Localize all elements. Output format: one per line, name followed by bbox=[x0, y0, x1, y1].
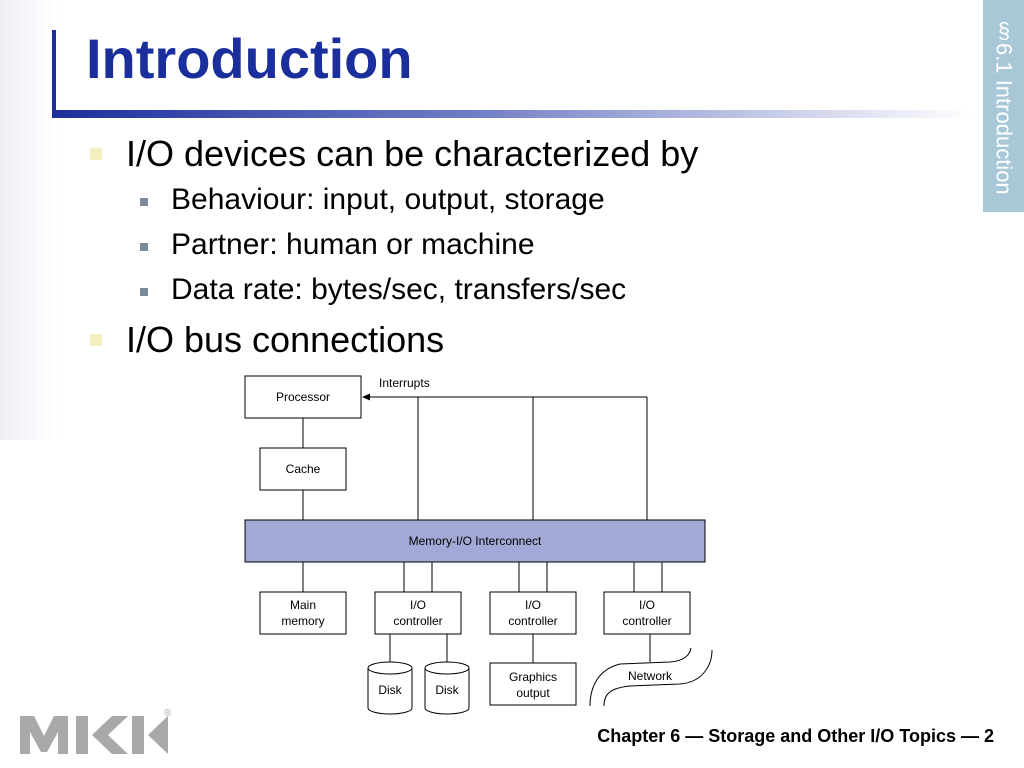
disk-label: Disk bbox=[435, 683, 459, 697]
graphics-output-box bbox=[489, 662, 577, 706]
graphics-output-label: output bbox=[516, 686, 550, 700]
main-memory-label: Main bbox=[290, 598, 316, 612]
disk-cylinder bbox=[424, 661, 470, 715]
interrupt-arrowhead bbox=[362, 393, 370, 401]
io-controller-label: I/O bbox=[525, 598, 541, 612]
interconnect-label: Memory-I/O Interconnect bbox=[409, 534, 542, 548]
left-gradient-decoration bbox=[0, 0, 60, 440]
bullet-1-sub-3: Data rate: bytes/sec, transfers/sec bbox=[171, 273, 627, 306]
mk-logo: ® bbox=[20, 708, 172, 754]
io-controller-label: controller bbox=[393, 614, 442, 628]
section-tab bbox=[983, 0, 1024, 212]
io-controller-box bbox=[374, 591, 462, 635]
network-curve bbox=[603, 649, 713, 707]
title-accent-bar bbox=[52, 30, 56, 110]
section-tab-label: §6.1 Introduction bbox=[991, 17, 1017, 195]
network-curve bbox=[589, 647, 692, 707]
interconnect-box bbox=[244, 519, 706, 563]
main-memory-label: memory bbox=[281, 614, 324, 628]
bullet-1-sub-1: Behaviour: input, output, storage bbox=[171, 183, 605, 216]
slide-title: Introduction bbox=[86, 27, 413, 90]
title-underline bbox=[52, 110, 972, 118]
footer-text: Chapter 6 — Storage and Other I/O Topics… bbox=[597, 726, 994, 746]
io-controller-box bbox=[603, 591, 691, 635]
bullet-1: I/O devices can be characterized by bbox=[126, 133, 699, 174]
bullet-marker bbox=[90, 334, 102, 346]
processor-label: Processor bbox=[276, 390, 330, 404]
bullet-2: I/O bus connections bbox=[126, 319, 445, 360]
diagram-connectors bbox=[302, 393, 663, 663]
sub-bullet-marker bbox=[140, 243, 148, 251]
bullet-1-sub-2: Partner: human or machine bbox=[171, 228, 535, 261]
bullet-marker bbox=[90, 148, 102, 160]
io-controller-label: I/O bbox=[639, 598, 655, 612]
io-controller-label: I/O bbox=[410, 598, 426, 612]
network-label: Network bbox=[628, 669, 673, 683]
cache-box bbox=[259, 447, 347, 491]
interrupts-label: Interrupts bbox=[379, 376, 430, 390]
disk-label: Disk bbox=[378, 683, 402, 697]
section-tab-label-wrap: §6.1 Introduction bbox=[983, 0, 1024, 212]
cache-label: Cache bbox=[286, 462, 321, 476]
io-controller-label: controller bbox=[622, 614, 671, 628]
main-memory-box bbox=[259, 591, 347, 635]
graphics-output-label: Graphics bbox=[509, 670, 557, 684]
io-controller-box bbox=[489, 591, 577, 635]
processor-box bbox=[244, 375, 362, 419]
registered-mark: ® bbox=[164, 708, 172, 719]
io-controller-label: controller bbox=[508, 614, 557, 628]
disk-cylinder bbox=[367, 661, 413, 715]
sub-bullet-marker bbox=[140, 288, 148, 296]
sub-bullet-marker bbox=[140, 198, 148, 206]
